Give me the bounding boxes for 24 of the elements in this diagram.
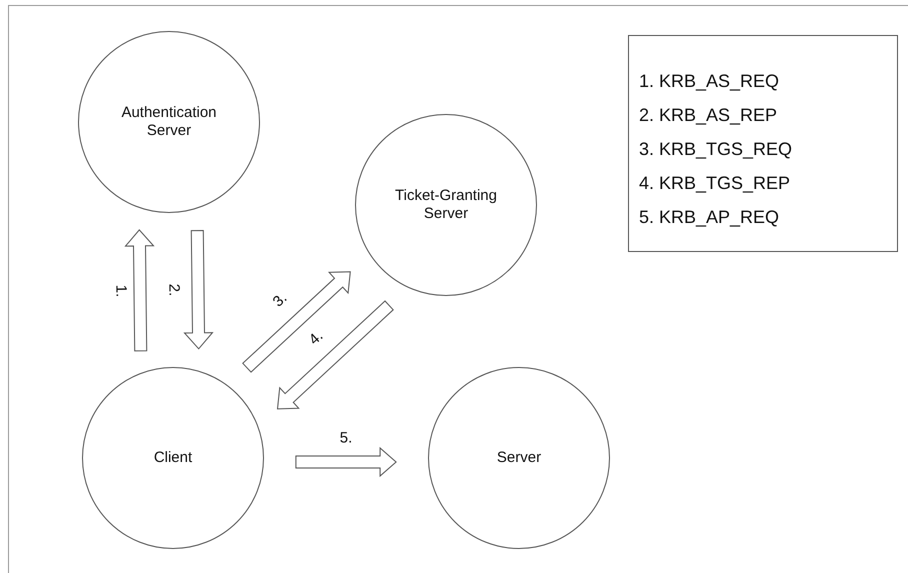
circle-node — [78, 31, 260, 213]
circle-node — [82, 367, 264, 549]
key-box — [628, 35, 898, 252]
edge-label: 2. — [165, 284, 183, 296]
node-label: Ticket-Granting Server — [394, 187, 498, 223]
node-label: Server — [496, 449, 542, 467]
edge-label: 5. — [340, 430, 352, 446]
block-arrow — [183, 230, 214, 350]
edge-label: 1. — [112, 284, 130, 297]
key-entry: 2. KRB_AS_REP — [639, 104, 778, 127]
node-label: Authentication Server — [120, 104, 218, 140]
circle-node — [428, 367, 610, 549]
edge-label: 3. — [270, 289, 291, 310]
block-arrow — [276, 300, 394, 410]
block-arrow — [295, 446, 397, 478]
circle-node — [355, 114, 537, 296]
key-entry: 5. KRB_AP_REQ — [639, 206, 780, 229]
node-label: Client — [154, 449, 192, 467]
key-entry: 4. KRB_TGS_REP — [639, 172, 792, 195]
key-entry: 1. KRB_AS_REQ — [639, 70, 780, 93]
key-entry: 3. KRB_TGS_REQ — [639, 138, 794, 161]
edge-label: 4. — [305, 328, 326, 349]
block-arrow — [242, 271, 351, 373]
block-arrow — [124, 229, 155, 352]
